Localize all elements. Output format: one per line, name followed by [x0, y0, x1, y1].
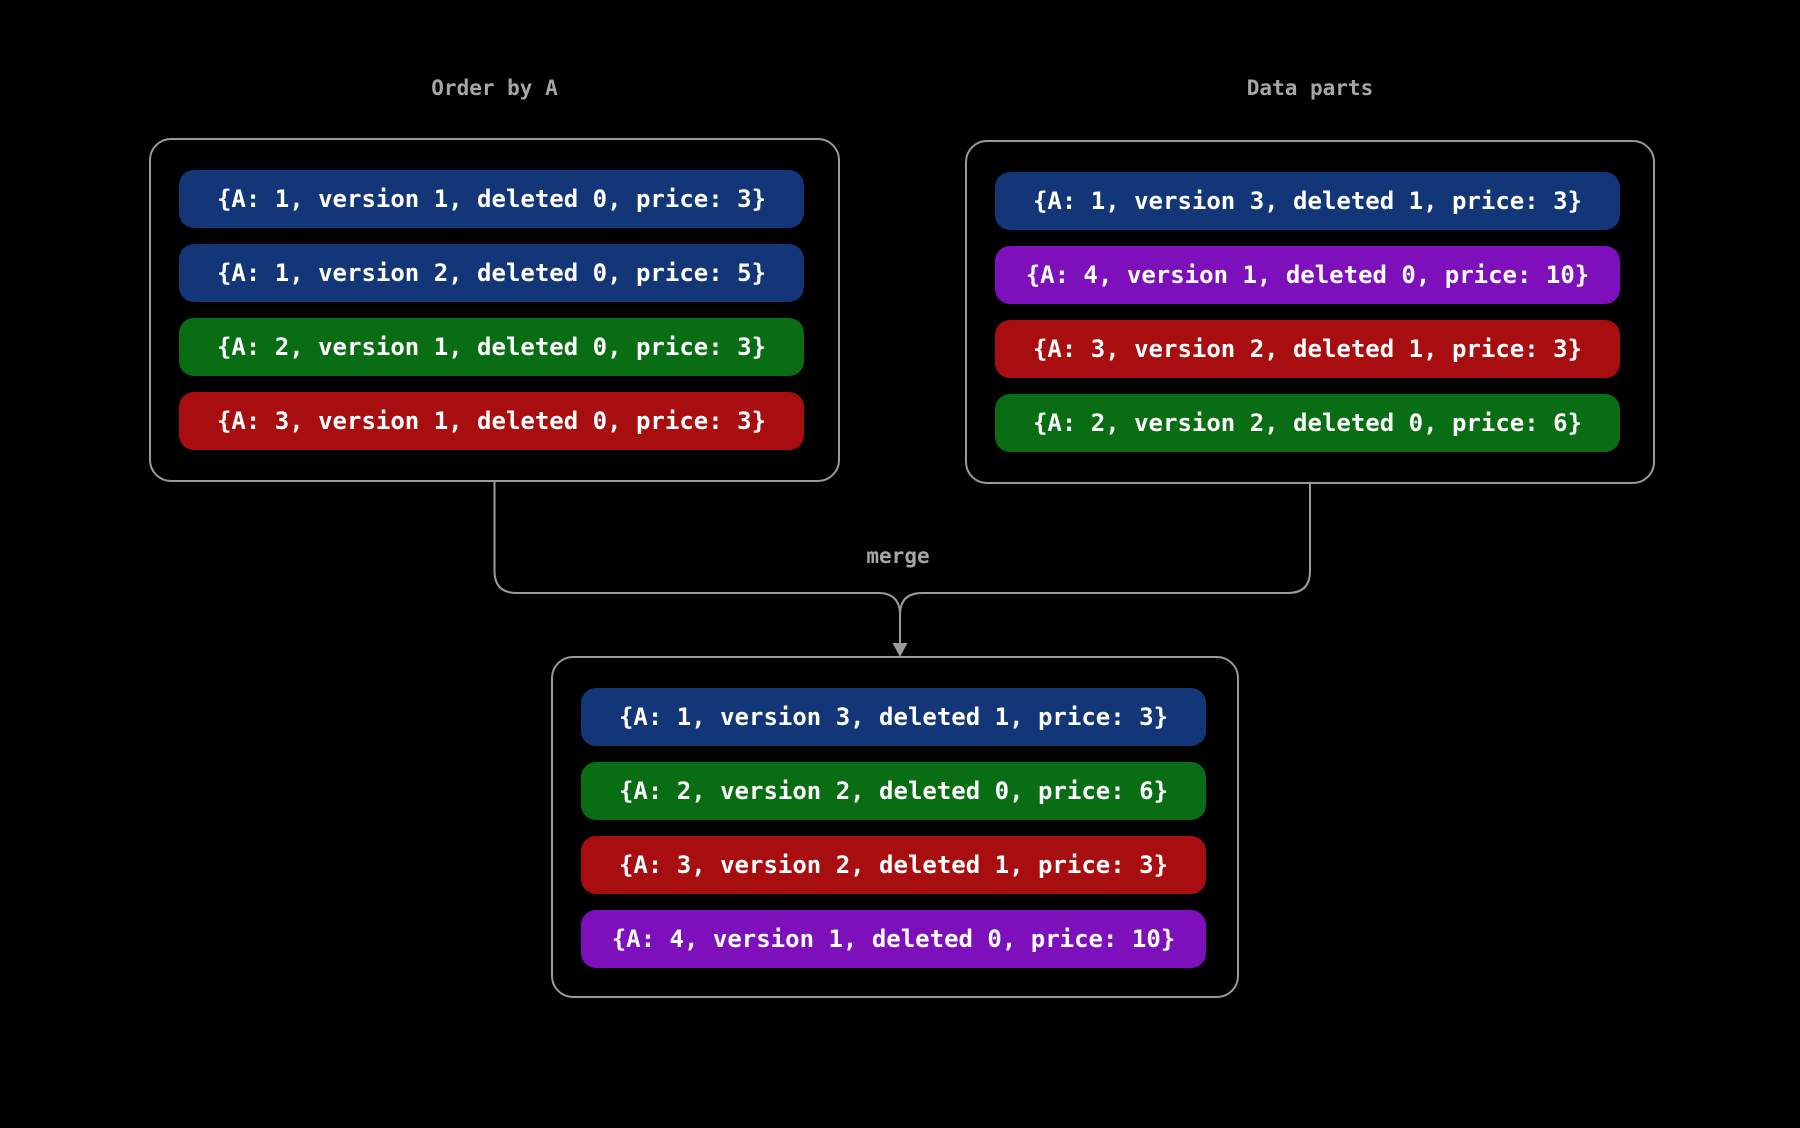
data-row: {A: 1, version 1, deleted 0, price: 3} — [179, 170, 804, 228]
data-row: {A: 1, version 3, deleted 1, price: 3} — [581, 688, 1206, 746]
data-row: {A: 1, version 2, deleted 0, price: 5} — [179, 244, 804, 302]
merge-label: merge — [866, 544, 930, 568]
data-row: {A: 1, version 3, deleted 1, price: 3} — [995, 172, 1620, 230]
right-connector-path — [899, 484, 1311, 645]
data-row: {A: 3, version 1, deleted 0, price: 3} — [179, 392, 804, 450]
data-row: {A: 3, version 2, deleted 1, price: 3} — [581, 836, 1206, 894]
left-box-title: Order by A — [431, 76, 558, 100]
data-row: {A: 4, version 1, deleted 0, price: 10} — [581, 910, 1206, 968]
data-row: {A: 2, version 2, deleted 0, price: 6} — [581, 762, 1206, 820]
data-row: {A: 3, version 2, deleted 1, price: 3} — [995, 320, 1620, 378]
order-by-a-box: {A: 1, version 1, deleted 0, price: 3} {… — [149, 138, 840, 482]
merge-arrowhead — [892, 643, 908, 657]
data-row: {A: 2, version 1, deleted 0, price: 3} — [179, 318, 804, 376]
data-parts-box: {A: 1, version 3, deleted 1, price: 3} {… — [965, 140, 1655, 484]
right-box-title: Data parts — [1246, 76, 1374, 100]
data-row: {A: 2, version 2, deleted 0, price: 6} — [995, 394, 1620, 452]
data-row: {A: 4, version 1, deleted 0, price: 10} — [995, 246, 1620, 304]
merged-result-box: {A: 1, version 3, deleted 1, price: 3} {… — [551, 656, 1239, 998]
left-connector-path — [493, 482, 901, 645]
